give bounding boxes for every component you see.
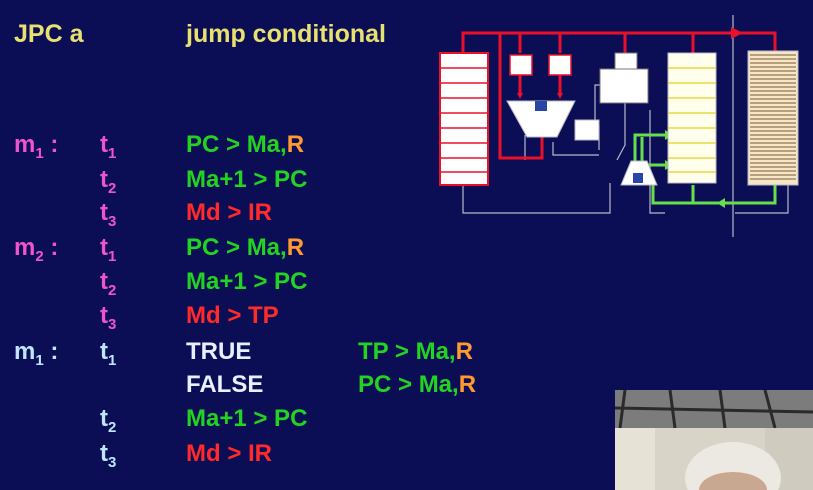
t-subscript: 2	[108, 180, 117, 197]
cycle-label-m2: m2 :	[14, 234, 58, 265]
instruction-description: jump conditional	[186, 20, 386, 48]
bus-arrow-icon	[731, 27, 743, 39]
op-pc-to-ma: PC > Ma,R	[186, 131, 304, 159]
t-subscript: 2	[108, 282, 117, 299]
t-letter: t	[100, 234, 108, 261]
flag-register	[574, 119, 600, 141]
t-subscript: 3	[108, 454, 117, 471]
control-unit	[599, 52, 649, 104]
cycle-letter: m	[14, 338, 36, 365]
instruction-label: JPC a	[14, 20, 84, 48]
timing-t2: t2	[100, 268, 116, 299]
op-read: R	[286, 234, 305, 261]
timing-t1-current: t1	[100, 338, 116, 369]
t-letter: t	[100, 338, 108, 365]
t-subscript: 2	[108, 419, 117, 436]
down-arrow-icon	[557, 93, 563, 99]
t-letter: t	[100, 440, 108, 467]
t-letter: t	[100, 302, 108, 329]
t-letter: t	[100, 131, 108, 158]
op-ma-inc-to-pc: Ma+1 > PC	[186, 268, 308, 295]
cycle-subscript: 1	[35, 145, 44, 162]
t-letter: t	[100, 166, 108, 193]
t-letter: t	[100, 405, 108, 432]
op-pc-to-ma: PC > Ma,R	[358, 371, 476, 399]
cycle-letter: m	[14, 131, 36, 158]
cycle-label-m1-current: m1 :	[14, 338, 58, 369]
left-arrow-icon	[717, 198, 725, 208]
timing-t1: t1	[100, 131, 116, 162]
alu-shape	[506, 100, 576, 138]
cycle-label-m1: m1 :	[14, 131, 58, 162]
incrementer-shape	[620, 160, 658, 186]
t-subscript: 3	[108, 213, 117, 230]
op-ma-inc-to-pc: Ma+1 > PC	[186, 166, 308, 193]
timing-t3-current: t3	[100, 440, 116, 471]
latch-a	[509, 54, 533, 76]
memory-buffer	[667, 52, 717, 184]
op-text: TP > Ma,	[358, 338, 456, 365]
op-md-to-ir: Md > IR	[186, 440, 273, 467]
op-read: R	[458, 371, 477, 398]
op-text: PC > Ma,	[358, 371, 459, 398]
gray-wires	[462, 15, 789, 237]
colon: :	[50, 338, 59, 365]
timing-t3: t3	[100, 199, 116, 230]
cycle-subscript: 1	[35, 352, 44, 369]
t-subscript: 3	[108, 316, 117, 333]
t-subscript: 1	[108, 248, 117, 265]
op-read: R	[455, 338, 473, 365]
down-arrow-icon	[517, 93, 523, 99]
timing-t2-current: t2	[100, 405, 116, 436]
t-subscript: 1	[108, 145, 117, 162]
timing-t2: t2	[100, 166, 116, 197]
timing-t1: t1	[100, 234, 116, 265]
colon: :	[50, 131, 59, 158]
t-letter: t	[100, 199, 108, 226]
op-read: R	[286, 131, 305, 158]
op-ma-inc-to-pc: Ma+1 > PC	[186, 405, 308, 432]
processor-datapath-diagram	[439, 15, 799, 237]
latch-b	[548, 54, 572, 76]
op-text: PC > Ma,	[186, 234, 287, 261]
cycle-letter: m	[14, 234, 36, 261]
cycle-subscript: 2	[35, 248, 44, 265]
op-text: PC > Ma,	[186, 131, 287, 158]
colon: :	[50, 234, 59, 261]
condition-false: FALSE	[186, 371, 264, 398]
register-file	[439, 52, 489, 186]
t-letter: t	[100, 268, 108, 295]
condition-true: TRUE	[186, 338, 252, 365]
op-pc-to-ma: PC > Ma,R	[186, 234, 304, 262]
op-tp-to-ma: TP > Ma,R	[358, 338, 473, 366]
presenter-webcam	[615, 390, 813, 490]
main-memory	[747, 50, 799, 186]
op-md-to-tp: Md > TP	[186, 302, 279, 329]
webcam-frame	[615, 390, 813, 490]
t-subscript: 1	[108, 352, 117, 369]
op-md-to-ir: Md > IR	[186, 199, 273, 226]
timing-t3: t3	[100, 302, 116, 333]
